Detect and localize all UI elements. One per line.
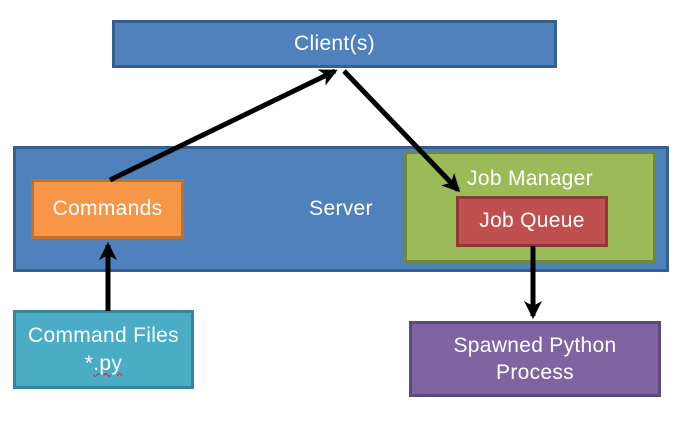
node-job-queue-label: Job Queue (479, 209, 585, 233)
node-command-files: Command Files *.py (13, 310, 194, 389)
node-server-label: Server (309, 196, 373, 220)
node-command-files-label-line1: Command Files (28, 324, 179, 348)
node-spawned-label-line1: Spawned Python (453, 333, 617, 357)
node-server: Server Commands Job Manager Job Queue (13, 146, 669, 272)
node-job-queue: Job Queue (456, 196, 608, 247)
node-spawned-label-line2: Process (496, 361, 574, 384)
py-extension-misspelled: .py (93, 351, 123, 375)
node-clients-label: Client(s) (294, 31, 375, 55)
node-job-manager: Job Manager Job Queue (404, 151, 656, 263)
node-spawned-python-process: Spawned Python Process (409, 321, 661, 397)
wildcard-star: * (84, 351, 94, 375)
node-commands: Commands (31, 179, 184, 239)
node-clients: Client(s) (112, 20, 557, 68)
node-job-manager-label: Job Manager (467, 167, 593, 190)
node-command-files-label-line2: *.py (85, 350, 122, 377)
node-commands-label: Commands (52, 196, 163, 220)
